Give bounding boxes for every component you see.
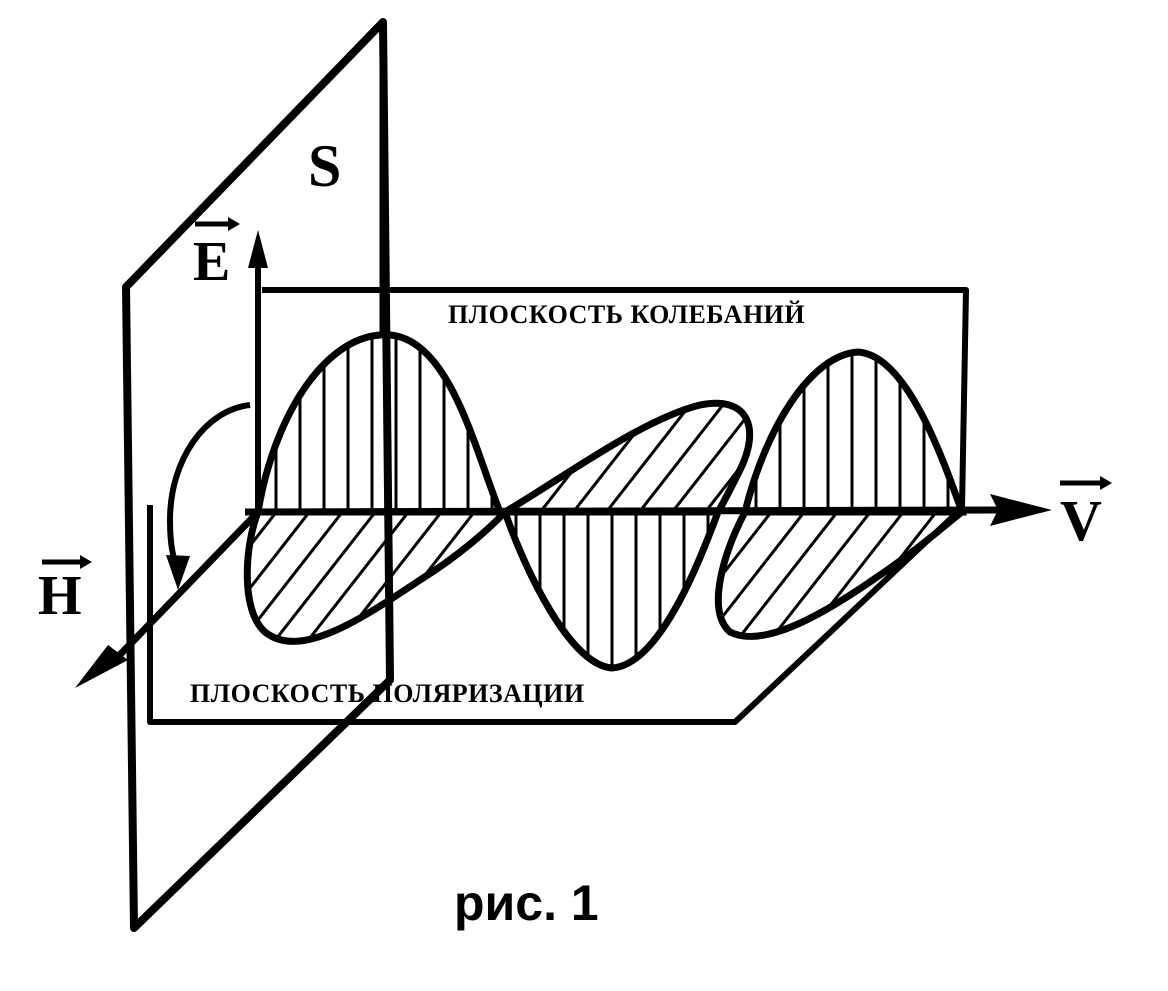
s-label: S <box>308 133 341 199</box>
h-label: H <box>38 565 82 627</box>
e-vector-bar-head <box>228 217 240 231</box>
e-arrowhead <box>248 230 268 268</box>
h-vector-bar-head <box>80 555 92 569</box>
e-wave-lobe-3 <box>740 348 967 516</box>
oscillation-plane <box>262 287 969 509</box>
oscillation-plane-label: ПЛОСКОСТЬ КОЛЕБАНИЙ <box>448 300 805 329</box>
e-wave-lobe-2 <box>500 508 724 672</box>
h-wave-lobe-3 <box>714 508 973 640</box>
h-wave-lobe-2 <box>492 399 754 516</box>
h-wave-lobe-1 <box>243 508 514 645</box>
h-axis <box>107 509 261 668</box>
polarization-plane-label: ПЛОСКОСТЬ ПОЛЯРИЗАЦИИ <box>190 679 585 708</box>
rotation-arc <box>166 402 251 572</box>
v-arrowhead <box>990 494 1052 526</box>
v-vector-bar-head <box>1100 476 1112 490</box>
v-axis <box>244 506 1001 516</box>
rotation-arc-arrowhead <box>166 555 190 590</box>
h-arrowhead <box>75 645 128 688</box>
figure-caption: рис. 1 <box>454 875 599 931</box>
e-label: E <box>193 231 230 293</box>
polarization-plane <box>147 505 965 725</box>
e-wave-lobe-1 <box>253 331 506 516</box>
v-label: V <box>1060 488 1102 553</box>
